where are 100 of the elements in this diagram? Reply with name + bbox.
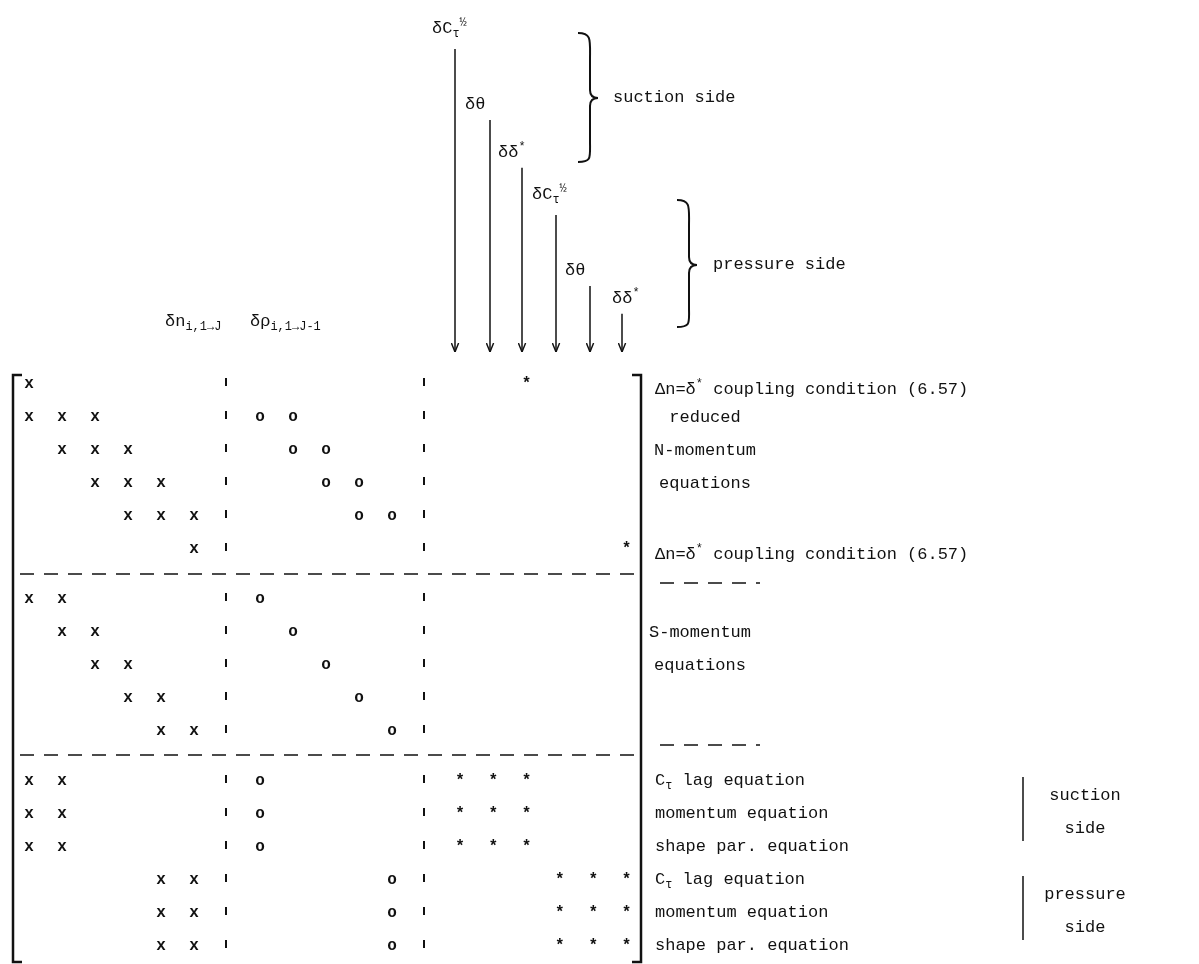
equation-label: Δn=δ$^{*}$ coupling condition (6.57): [655, 541, 969, 565]
matrix-entry: o: [255, 409, 265, 425]
matrix-entry: x: [24, 376, 34, 392]
matrix-entry: *: [621, 905, 632, 921]
arrow: [585, 285, 595, 353]
matrix-entry: x: [156, 508, 166, 524]
matrix-entry: *: [621, 938, 632, 954]
matrix-entry: *: [588, 905, 598, 921]
matrix-entry: x: [189, 723, 199, 739]
matrix-entry: *: [555, 938, 565, 954]
matrix-entry: o: [321, 475, 331, 491]
matrix-entry: x: [156, 690, 166, 706]
matrix-entry: o: [387, 905, 397, 921]
group-label: suction side: [613, 88, 736, 108]
matrix-entry: o: [321, 657, 331, 673]
matrix-entry: *: [621, 541, 632, 557]
matrix-entry: x: [24, 839, 34, 855]
equation-label: momentum equation: [655, 804, 829, 824]
matrix-entry: o: [387, 723, 397, 739]
equation-label: C$_{τ}$ lag equation: [655, 870, 806, 895]
variable-label: δδ$^{*}$: [612, 280, 640, 312]
matrix-entry: x: [57, 591, 67, 607]
matrix-entry: x: [57, 806, 67, 822]
matrix-entry: o: [354, 690, 364, 706]
matrix-entry: *: [555, 905, 565, 921]
arrow: [617, 312, 627, 353]
matrix-entry: x: [90, 409, 100, 425]
matrix-entry: x: [189, 938, 199, 954]
matrix-entry: x: [90, 624, 100, 640]
matrix-entry: *: [455, 773, 465, 789]
matrix-entry: x: [156, 938, 166, 954]
matrix-entry: *: [621, 872, 632, 888]
matrix-entry: x: [57, 624, 67, 640]
matrix-entry: x: [24, 591, 34, 607]
equation-label: shape par. equation: [655, 936, 849, 956]
equation-group-label: S-momentum equations: [648, 622, 752, 677]
matrix-entry: *: [588, 938, 598, 954]
column-heading: δn$_{i,1→J}$: [165, 312, 222, 337]
matrix-entry: x: [156, 872, 166, 888]
matrix-entry: o: [387, 938, 397, 954]
matrix-entry: x: [123, 657, 133, 673]
column-heading: δρ$_{i,1→J-1}$: [250, 312, 321, 337]
matrix-entry: o: [321, 442, 331, 458]
matrix-entry: o: [255, 839, 265, 855]
equation-label: shape par. equation: [655, 837, 849, 857]
equation-label: C$_{τ}$ lag equation: [655, 771, 806, 796]
matrix-entry: o: [387, 872, 397, 888]
group-label: suction side: [1048, 785, 1122, 840]
matrix-entry: x: [123, 442, 133, 458]
matrix-entry: *: [555, 872, 565, 888]
matrix-entry: o: [255, 773, 265, 789]
matrix-entry: x: [189, 872, 199, 888]
matrix-entry: x: [24, 409, 34, 425]
variable-label: δθ: [465, 92, 486, 118]
matrix-entry: x: [57, 409, 67, 425]
matrix-entry: *: [455, 839, 465, 855]
matrix-entry: x: [123, 508, 133, 524]
matrix-entry: *: [521, 773, 532, 789]
matrix-entry: x: [156, 905, 166, 921]
arrow: [450, 48, 460, 353]
matrix-entry: *: [488, 773, 499, 789]
matrix-entry: x: [189, 508, 199, 524]
arrow: [517, 166, 527, 353]
matrix-entry: o: [255, 806, 265, 822]
matrix-entry: x: [24, 773, 34, 789]
arrow: [485, 119, 495, 353]
matrix-entry: x: [90, 475, 100, 491]
matrix-entry: x: [90, 442, 100, 458]
equation-label: Δn=δ$^{*}$ coupling condition (6.57): [655, 376, 969, 400]
matrix-entry: o: [288, 409, 298, 425]
matrix-entry: *: [588, 872, 598, 888]
matrix-entry: o: [255, 591, 265, 607]
matrix-entry: x: [57, 773, 67, 789]
matrix-entry: x: [123, 690, 133, 706]
matrix-entry: x: [24, 806, 34, 822]
matrix-entry: x: [189, 541, 199, 557]
equation-label: momentum equation: [655, 903, 829, 923]
variable-label: δθ: [565, 258, 586, 284]
matrix-entry: o: [288, 442, 298, 458]
matrix-entry: o: [354, 475, 364, 491]
matrix-entry: x: [57, 839, 67, 855]
matrix-entry: o: [288, 624, 298, 640]
matrix-entry: o: [387, 508, 397, 524]
matrix-entry: *: [521, 376, 532, 392]
equation-group-label: reduced N-momentum equations: [653, 407, 757, 495]
matrix-entry: x: [123, 475, 133, 491]
matrix-entry: x: [90, 657, 100, 673]
matrix-entry: x: [156, 475, 166, 491]
matrix-entry: *: [455, 806, 465, 822]
matrix-entry: *: [488, 806, 499, 822]
matrix-entry: *: [521, 839, 532, 855]
arrow: [551, 214, 561, 353]
matrix-entry: o: [354, 508, 364, 524]
matrix-entry: x: [189, 905, 199, 921]
group-label: pressure side: [713, 255, 846, 275]
matrix-entry: x: [57, 442, 67, 458]
matrix-entry: *: [521, 806, 532, 822]
matrix-entry: x: [156, 723, 166, 739]
group-label: pressure side: [1043, 884, 1127, 939]
variable-label: δδ$^{*}$: [498, 134, 526, 166]
